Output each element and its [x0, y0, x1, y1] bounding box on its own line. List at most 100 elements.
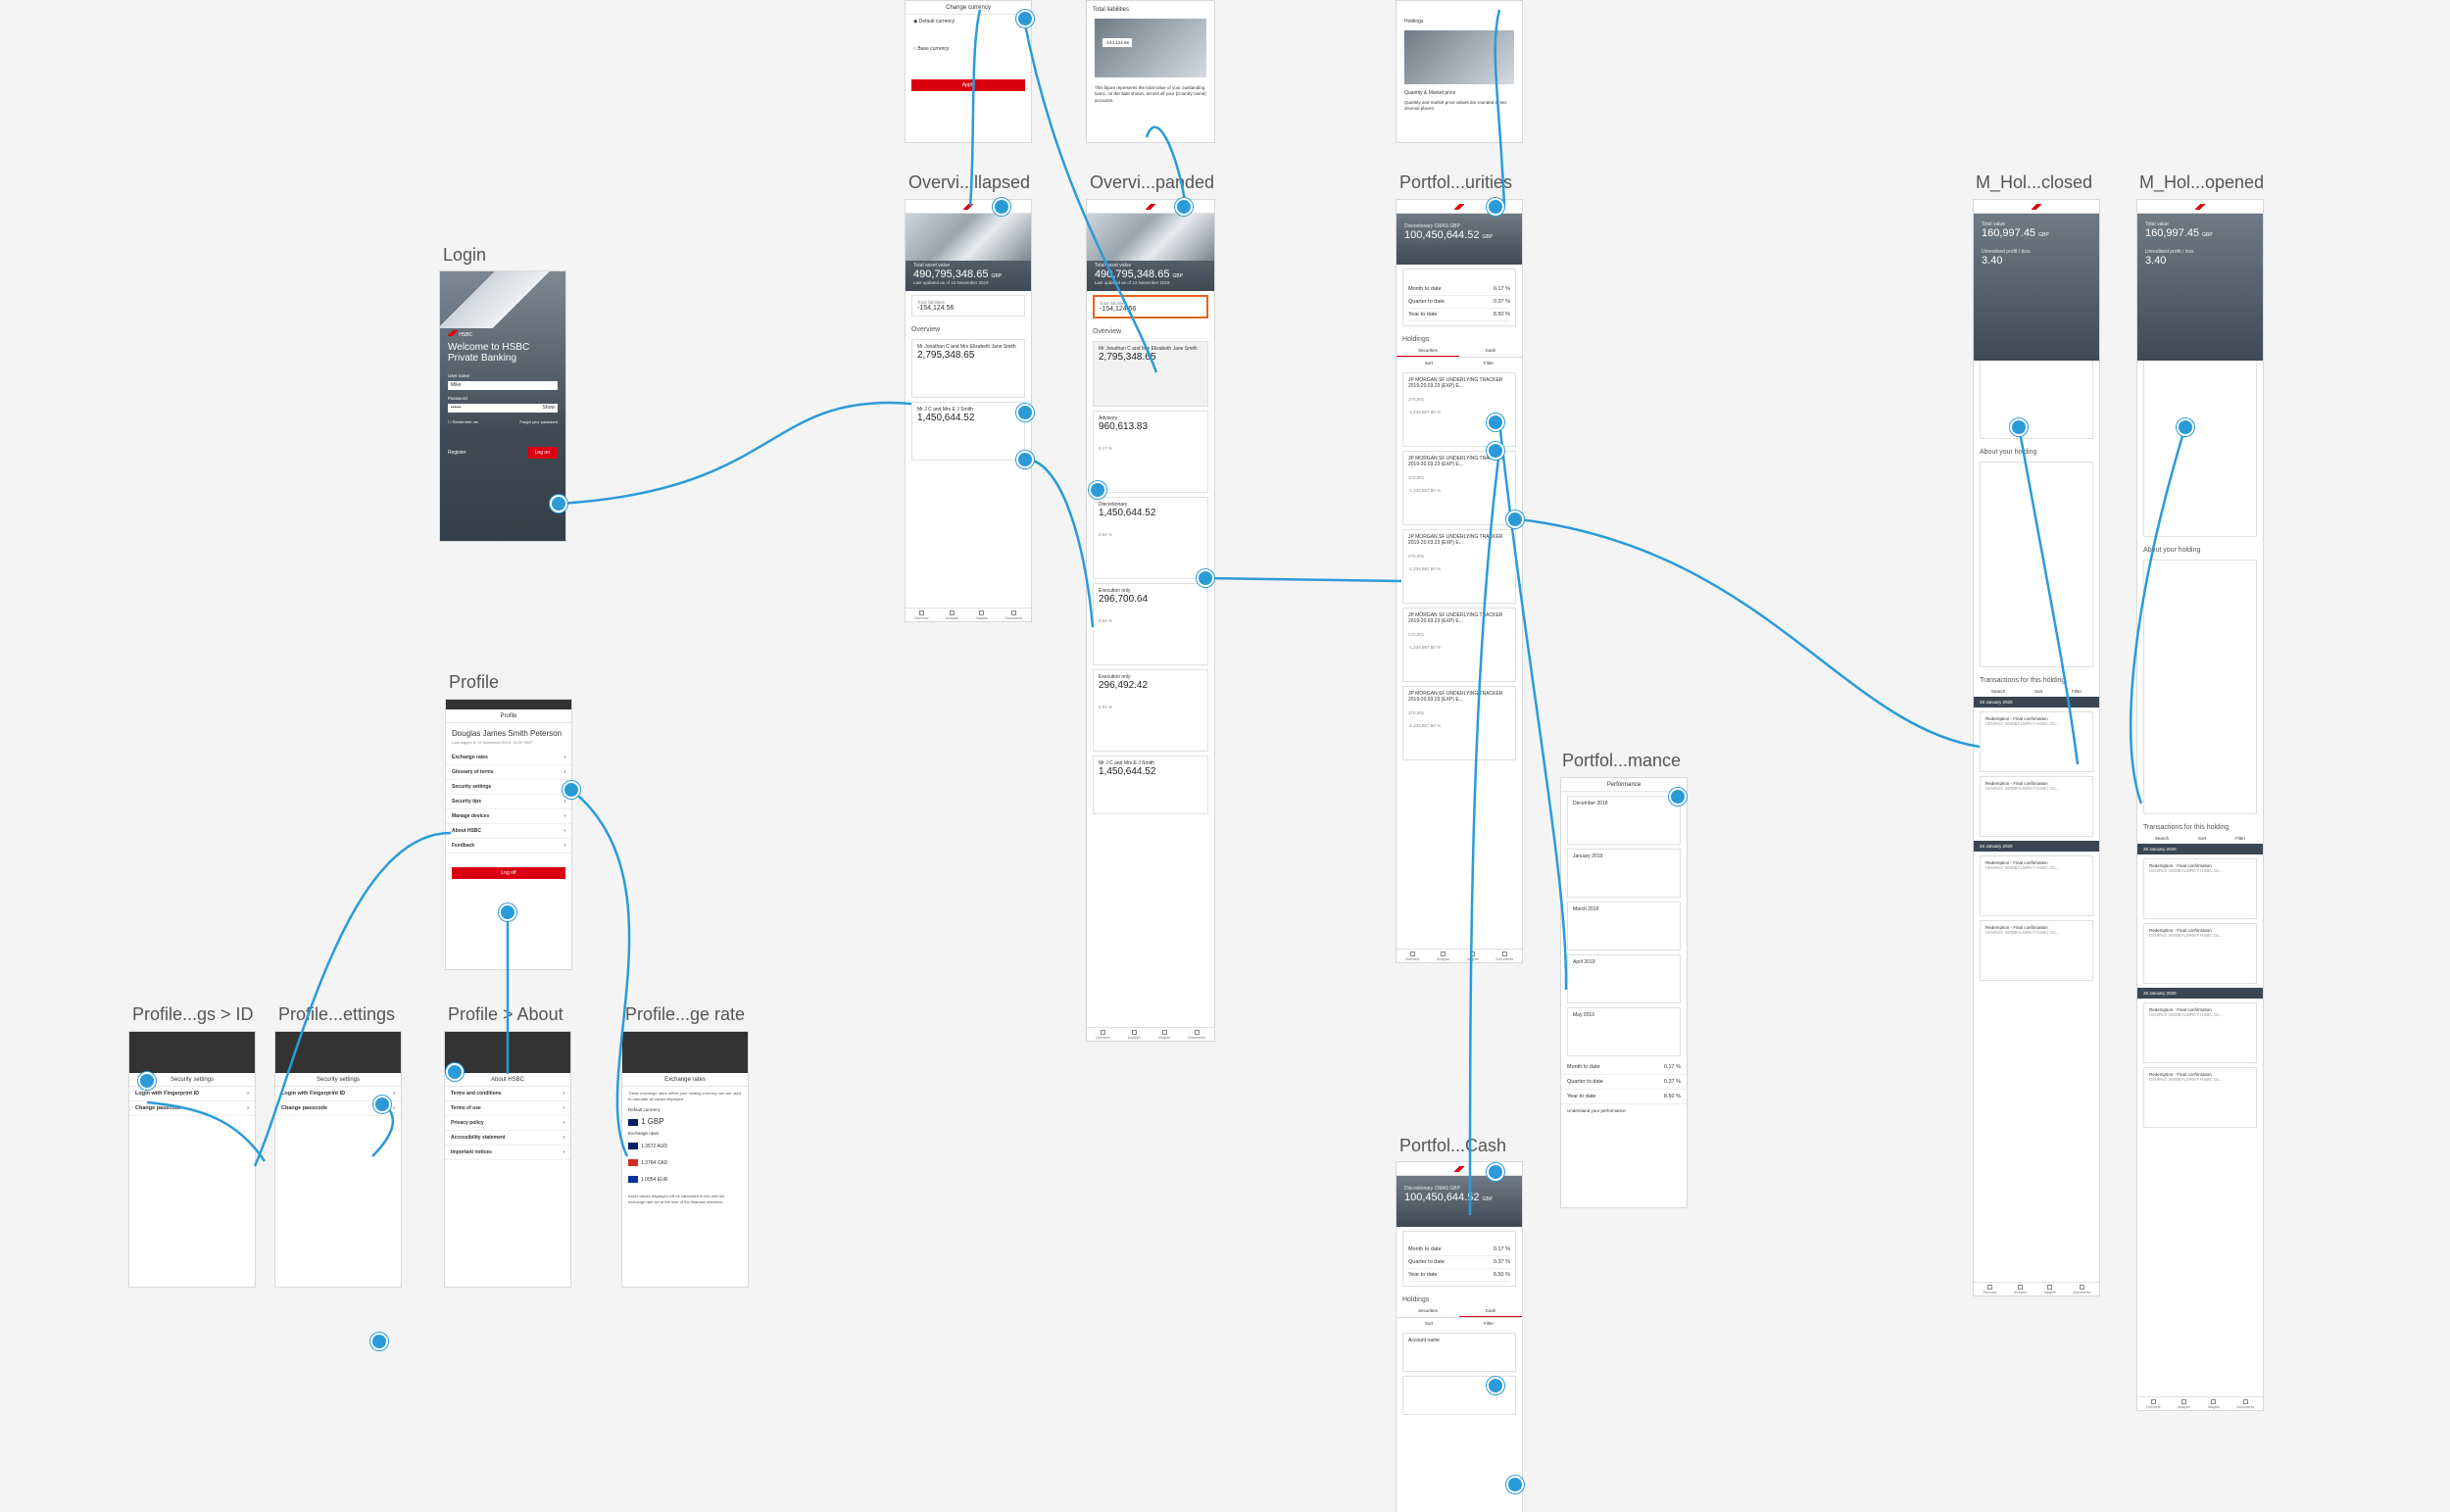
search-button[interactable]: Search — [2154, 836, 2170, 841]
hotspot[interactable] — [2010, 418, 2028, 436]
hotspot[interactable] — [563, 781, 580, 799]
account-card-1[interactable]: Mr Jonathan C and Mrs Elizabeth Jane Smi… — [1093, 341, 1208, 407]
hotspot[interactable] — [1487, 1377, 1504, 1394]
login-button[interactable]: Log on — [526, 447, 558, 459]
tab-securities[interactable]: Securities — [1418, 1308, 1438, 1313]
tab-analysis[interactable]: Analysis — [2178, 1398, 2190, 1409]
tab-securities[interactable]: Securities — [1396, 345, 1459, 357]
tab-analysis[interactable]: Analysis — [2014, 1284, 2027, 1294]
tab-documents[interactable]: Documents — [1004, 610, 1022, 620]
holding-name-card[interactable]: Name — [2143, 341, 2257, 537]
performance-month-card[interactable]: April 2019 — [1567, 954, 1681, 1003]
hotspot[interactable] — [1487, 1163, 1504, 1181]
hotspot[interactable] — [1175, 198, 1193, 216]
security-card[interactable]: JP MORGAN SF UNDERLYING TRACKER 2019-20.… — [1402, 529, 1516, 604]
cash-account-card[interactable]: Account name — [1402, 1333, 1516, 1372]
tab-documents[interactable]: Documents — [1188, 1029, 1205, 1040]
security-card[interactable]: JP MORGAN SF UNDERLYING TRACKER 2019-20.… — [1402, 686, 1516, 760]
profile-menu-item[interactable]: Exchange rates› — [446, 751, 571, 765]
base-currency[interactable]: 1 GBP — [622, 1114, 748, 1129]
sort-button[interactable]: Sort — [1424, 1321, 1434, 1326]
tab-insights[interactable]: Insights — [1158, 1029, 1170, 1040]
search-button[interactable]: Search — [1990, 689, 2006, 694]
hotspot[interactable] — [446, 1063, 464, 1081]
hotspot[interactable] — [1487, 442, 1504, 460]
password-field[interactable]: ••••••Show — [448, 404, 558, 413]
filter-button[interactable]: Filter — [2235, 836, 2246, 841]
security-card[interactable]: JP MORGAN SF UNDERLYING TRACKER 2019-20.… — [1402, 372, 1516, 447]
hotspot[interactable] — [1487, 414, 1504, 431]
profile-menu-item[interactable]: Manage devices› — [446, 809, 571, 824]
understand-link[interactable]: Understand your performance — [1567, 1108, 1626, 1113]
hotspot[interactable] — [1016, 10, 1034, 27]
remember-checkbox[interactable]: ☐ Remember me — [448, 419, 479, 424]
tab-documents[interactable]: Documents — [2236, 1398, 2254, 1409]
about-menu-item[interactable]: Important notices› — [445, 1146, 570, 1160]
liabilities-card[interactable]: Total liabilities-154,124.56 — [911, 295, 1025, 317]
security-card[interactable]: JP MORGAN SF UNDERLYING TRACKER 2019-20.… — [1402, 451, 1516, 525]
liabilities-card[interactable]: Total liabilities-154,124.56 — [1093, 295, 1208, 318]
hotspot[interactable] — [1669, 788, 1687, 805]
about-menu-item[interactable]: Privacy policy› — [445, 1116, 570, 1131]
tab-overview[interactable]: Overview — [1405, 951, 1419, 961]
username-field[interactable]: Mike — [448, 381, 558, 390]
about-menu-item[interactable]: Terms and conditions› — [445, 1087, 570, 1101]
register-link[interactable]: Register — [448, 450, 466, 456]
about-menu-item[interactable]: Terms of use› — [445, 1101, 570, 1116]
hotspot[interactable] — [1506, 511, 1524, 528]
filter-button[interactable]: Filter — [1484, 1321, 1494, 1326]
performance-month-card[interactable]: May 2019 — [1567, 1007, 1681, 1056]
forgot-link[interactable]: Forgot your password — [519, 419, 558, 424]
hotspot[interactable] — [993, 198, 1010, 216]
performance-month-card[interactable]: December 2018 — [1567, 796, 1681, 845]
profile-menu-item[interactable]: Security settings› — [446, 780, 571, 795]
menu-item[interactable]: Login with Fingerprint ID› — [129, 1087, 255, 1101]
tab-overview[interactable]: Overview — [1096, 1029, 1110, 1040]
sort-button[interactable]: Sort — [1424, 361, 1434, 366]
tab-analysis[interactable]: Analysis — [946, 610, 958, 620]
profile-menu-item[interactable]: Feedback› — [446, 839, 571, 854]
sub-account-card[interactable]: Advisory 960,613.83 0.17 % — [1093, 411, 1208, 493]
sort-button[interactable]: Sort — [2034, 689, 2043, 694]
hotspot[interactable] — [1089, 481, 1106, 499]
sub-account-card[interactable]: Discretionary 1,450,644.52 0.64 % — [1093, 497, 1208, 579]
account-card-1[interactable]: Mr Jonathan C and Mrs Elizabeth Jane Smi… — [911, 339, 1025, 398]
performance-month-card[interactable]: January 2019 — [1567, 849, 1681, 898]
tab-analysis[interactable]: Analysis — [1128, 1029, 1141, 1040]
radio-default[interactable]: ◉ Default currency — [913, 19, 956, 24]
show-toggle[interactable]: Show — [542, 405, 555, 411]
filter-button[interactable]: Filter — [2072, 689, 2082, 694]
sub-account-card[interactable]: Execution only 296,700.64 0.64 % — [1093, 583, 1208, 665]
apply-button[interactable]: Apply — [911, 79, 1025, 91]
hotspot[interactable] — [373, 1096, 391, 1113]
sub-account-card[interactable]: Execution only 296,492.42 0.01 % — [1093, 669, 1208, 752]
tab-cash[interactable]: Cash — [1459, 1305, 1522, 1317]
tab-documents[interactable]: Documents — [1495, 951, 1513, 961]
about-menu-item[interactable]: Accessibility statement› — [445, 1131, 570, 1146]
hotspot[interactable] — [1016, 451, 1034, 468]
tab-insights[interactable]: Insights — [1467, 951, 1479, 961]
hotspot[interactable] — [1197, 569, 1214, 587]
tab-insights[interactable]: Insights — [2044, 1284, 2056, 1294]
hotspot[interactable] — [1506, 1476, 1524, 1493]
performance-month-card[interactable]: March 2019 — [1567, 902, 1681, 951]
tab-cash[interactable]: Cash — [1485, 348, 1496, 353]
hotspot[interactable] — [1016, 404, 1034, 421]
tab-insights[interactable]: Insights — [2208, 1398, 2220, 1409]
hotspot[interactable] — [499, 903, 516, 921]
menu-item[interactable]: Change passcode› — [129, 1101, 255, 1116]
profile-menu-item[interactable]: Glossary of terms› — [446, 765, 571, 780]
hotspot[interactable] — [2177, 418, 2194, 436]
hotspot[interactable] — [550, 495, 567, 512]
